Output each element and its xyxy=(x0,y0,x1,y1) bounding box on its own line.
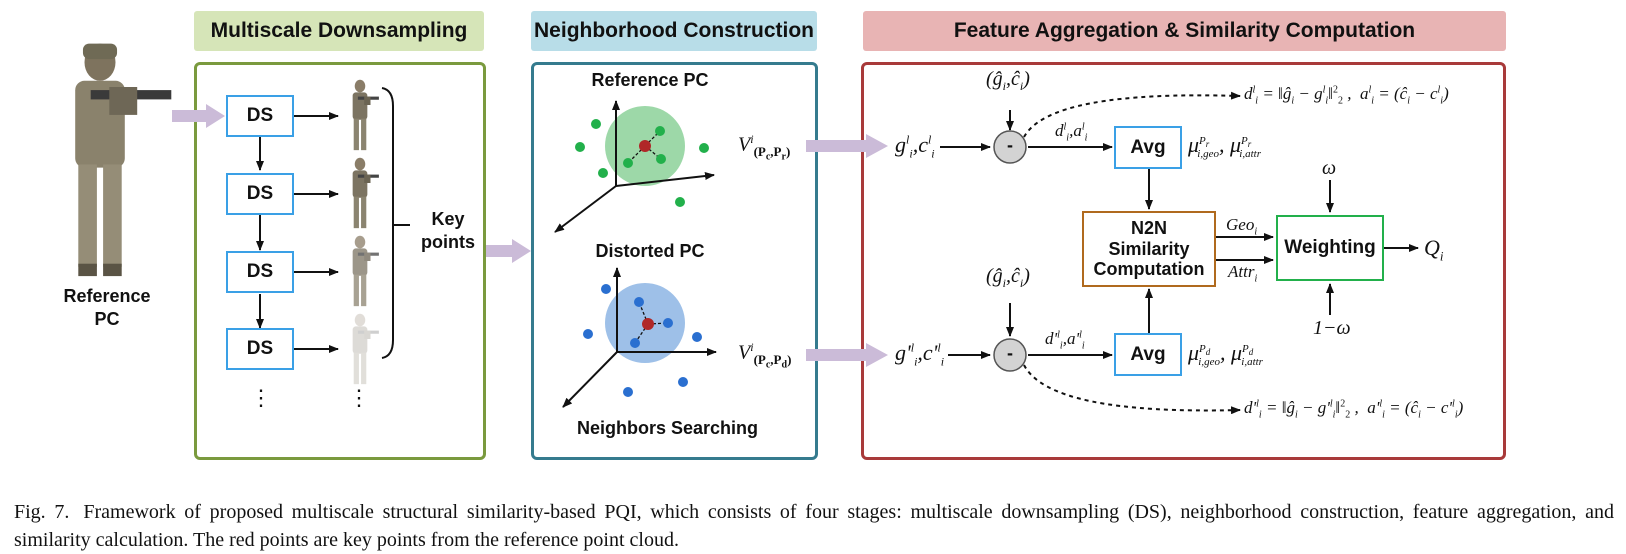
omega-weight-label: ω xyxy=(1322,157,1337,179)
figure-continuation-dots: ⋮ xyxy=(348,385,370,410)
ds-box-2: DS xyxy=(226,173,294,215)
neighbors-searching-label: Neighbors Searching xyxy=(576,418,759,438)
panel-multiscale-downsampling xyxy=(194,62,486,460)
distorted-feature-symbol: g'li,c'li xyxy=(895,340,945,369)
ds-continuation-dots: ⋮ xyxy=(250,385,272,410)
panel-neighborhood-construction xyxy=(531,62,818,460)
reference-neighborhood xyxy=(554,100,715,233)
neighborhood-distorted-symbol: Vi(Pc,Pd) xyxy=(738,340,792,371)
downsampled-figure-3 xyxy=(352,235,379,307)
ds-box-4: DS xyxy=(226,328,294,370)
fat-arrow-distorted-features xyxy=(806,343,888,367)
distance-attribute-bottom: d'li,a'li xyxy=(1045,329,1085,352)
ds-box-3: DS xyxy=(226,251,294,293)
distorted-pc-title: Distorted PC xyxy=(595,241,705,261)
attr-similarity-label: Attri xyxy=(1228,262,1258,285)
fat-arrow-input xyxy=(172,104,225,128)
subtract-sign-bottom: - xyxy=(1007,343,1013,363)
mean-features-reference: μPri,geo, μPri,attr xyxy=(1188,132,1261,161)
geo-similarity-label: Geoi xyxy=(1226,215,1258,238)
reference-pc-figure xyxy=(75,43,172,277)
weighting-box: Weighting xyxy=(1276,215,1384,281)
panel-feature-aggregation xyxy=(861,62,1506,460)
caption-text: Framework of proposed multiscale structu… xyxy=(14,501,1614,551)
downsampled-figure-2 xyxy=(352,157,379,229)
distance-attribute-top: dli,ali xyxy=(1055,121,1088,144)
figure-caption: Fig. 7.Framework of proposed multiscale … xyxy=(14,498,1614,554)
distorted-neighborhood xyxy=(562,267,717,408)
mean-features-distorted: μPdi,geo, μPdi,attr xyxy=(1188,340,1263,369)
keypoint-estimate-bottom: (ĝi,ĉi) xyxy=(986,265,1030,290)
n2n-similarity-box: N2N Similarity Computation xyxy=(1082,211,1216,287)
one-minus-omega-label: 1−ω xyxy=(1313,317,1351,339)
avg-box-distorted: Avg xyxy=(1114,333,1182,376)
keypoint-estimate-top: (ĝi,ĉi) xyxy=(986,68,1030,93)
key-points-label: Key points xyxy=(421,209,475,252)
key-points-bracket xyxy=(381,87,394,359)
fat-arrow-reference-features xyxy=(806,134,888,158)
ds-box-1: DS xyxy=(226,95,294,137)
reference-feature-symbol: gli,cli xyxy=(895,132,935,161)
reference-pc-title: Reference PC xyxy=(591,70,709,90)
subtract-node-top xyxy=(993,130,1027,164)
subtract-sign-top: - xyxy=(1007,135,1013,155)
downsampled-figure-4 xyxy=(352,313,379,385)
caption-number: Fig. 7. xyxy=(14,501,70,523)
neighborhood-reference-symbol: Vi(Pc,Pr) xyxy=(738,132,791,163)
header-feature-aggregation: Feature Aggregation & Similarity Computa… xyxy=(863,11,1506,51)
reference-pc-label: Reference PC xyxy=(63,286,151,329)
distance-formula-top: dli = ‖ĝi − gli‖22 , ali = (ĉi − cli) xyxy=(1244,84,1449,107)
downsampled-figure-1 xyxy=(352,79,379,151)
header-neighborhood-construction: Neighborhood Construction xyxy=(531,11,817,51)
fat-arrow-keypoints xyxy=(486,239,531,263)
header-multiscale-downsampling: Multiscale Downsampling xyxy=(194,11,484,51)
subtract-node-bottom xyxy=(993,338,1027,372)
distance-formula-bottom: d'li = ‖ĝi − g'li‖22 , a'li = (ĉi − c'li… xyxy=(1244,398,1464,421)
avg-box-reference: Avg xyxy=(1114,126,1182,169)
quality-output-label: Qi xyxy=(1424,235,1444,264)
